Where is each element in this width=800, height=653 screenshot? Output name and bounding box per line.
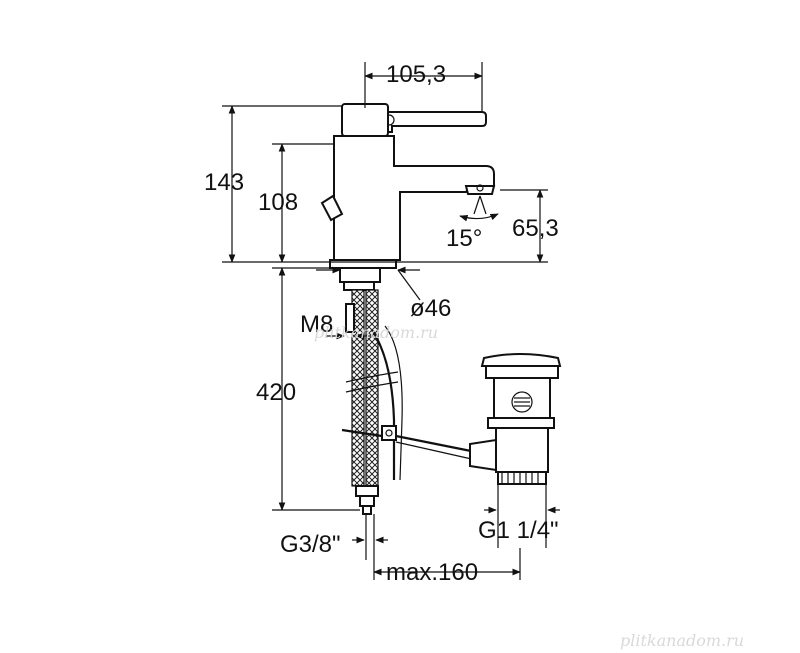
label-spout-angle: 15° [446, 225, 482, 252]
label-total-height: 143 [204, 169, 244, 196]
label-body-height: 108 [258, 189, 298, 216]
label-max-distance: max.160 [386, 559, 478, 586]
label-inlet-thread: G3/8" [280, 531, 341, 558]
popup-waste [469, 353, 562, 485]
dimension-lines [222, 62, 560, 580]
watermark-corner: plitkanadom.ru [620, 631, 744, 650]
label-hose-length: 420 [256, 379, 296, 406]
label-spout-height: 65,3 [512, 215, 559, 242]
label-drain-thread: G1 1/4" [478, 517, 559, 544]
faucet-body [320, 103, 496, 291]
label-stud-thread: M8 [300, 311, 333, 338]
label-top-width: 105,3 [386, 61, 446, 88]
label-hole-diameter: ø46 [410, 295, 451, 322]
drain-linkage [341, 325, 477, 481]
watermark-center: plitkanadom.ru [314, 323, 438, 342]
